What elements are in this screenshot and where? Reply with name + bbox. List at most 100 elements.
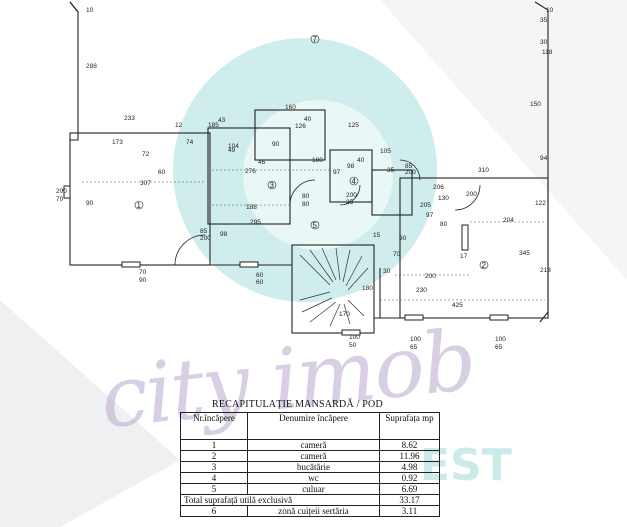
dimension-label: 90: [139, 277, 147, 284]
window-1: [121, 261, 141, 268]
dimension-label: 118: [542, 49, 553, 56]
window-6: [63, 185, 71, 199]
dimension-label: 105: [380, 148, 391, 155]
recap-cell-nr: 6: [180, 505, 248, 517]
stair-treads: [299, 247, 369, 327]
dimension-label: 150: [530, 101, 541, 108]
dimension-label: 94: [540, 155, 548, 162]
recap-cell-area: 3.11: [379, 505, 440, 517]
dimension-label: 98: [220, 231, 228, 238]
recap-header-area: Suprafața mp: [379, 412, 440, 440]
recap-cell-area: 0.92: [379, 472, 440, 484]
dimension-label: 98: [347, 163, 355, 170]
recap-cell-nr: 1: [180, 439, 248, 451]
dimension-label: 85: [200, 228, 208, 235]
door-swing-4: [454, 184, 481, 211]
recap-cell-name: cameră: [247, 439, 380, 451]
dimension-label: 30: [383, 268, 391, 275]
recap-cell-name: zonă cuițeii sertăria: [247, 505, 380, 517]
dimension-label: 90: [399, 235, 407, 242]
recap-table: Nr.încăpere Denumire încăpere Suprafața …: [180, 412, 440, 517]
dimension-label: 60: [256, 279, 264, 286]
dimension-label: 126: [295, 123, 306, 130]
recap-cell-nr: 4: [180, 472, 248, 484]
window-3: [341, 329, 361, 336]
room-number-4: 4: [352, 177, 357, 186]
window-5: [489, 314, 509, 321]
wall-left-upper: [69, 1, 79, 141]
wall-right: [534, 1, 549, 323]
recap-cell-area: 8.62: [379, 439, 440, 451]
room-number-5: 5: [313, 221, 318, 230]
recap-total-label: Total suprafață utilă exclusivă: [180, 494, 380, 506]
dimension-label: 60: [158, 169, 166, 176]
dimension-label: 10: [86, 7, 94, 14]
dimension-label: 74: [186, 139, 194, 146]
staircase-walls: [291, 244, 375, 334]
recap-cell-area: 6.69: [379, 483, 440, 495]
dimension-label: 130: [438, 195, 449, 202]
recap-header-nr: Nr.încăpere: [180, 412, 248, 440]
recap-total-value: 33.17: [379, 494, 440, 506]
dimension-label: 345: [519, 250, 530, 257]
dimension-label: 307: [140, 180, 151, 187]
dimension-label: 170: [339, 311, 350, 318]
dimension-label: 46: [258, 159, 266, 166]
room-number-3: 3: [270, 181, 275, 190]
dimension-label: 90: [86, 200, 94, 207]
room-small-walls: [371, 169, 413, 216]
dimension-label: 100: [410, 336, 421, 343]
room-number-7: 7: [313, 35, 318, 44]
dimension-label: 200: [466, 191, 477, 198]
dimension-label: 160: [285, 104, 296, 111]
dimension-label: 50: [349, 342, 357, 349]
dimension-label: 233: [124, 115, 135, 122]
door-swing-1: [174, 234, 206, 266]
table-row-total: Total suprafață utilă exclusivă 33.17: [180, 494, 440, 506]
walls: [62, 1, 549, 334]
dimension-label: 310: [478, 167, 489, 174]
table-row: 4 wc 0.92: [180, 472, 440, 484]
dimension-label: 40: [304, 116, 312, 123]
dimension-label: 200: [200, 235, 211, 242]
door-swing-3: [339, 184, 361, 206]
dimension-label: 180: [312, 157, 323, 164]
table-row: 5 culuar 6.69: [180, 483, 440, 495]
room-3-walls: [207, 127, 291, 225]
dimension-label: 70: [393, 251, 401, 258]
dimension-label: 230: [416, 287, 427, 294]
dimension-label: 200: [56, 188, 67, 195]
recap-cell-nr: 3: [180, 461, 248, 473]
dimension-label: 125: [348, 122, 359, 129]
dimension-label: 173: [112, 139, 123, 146]
dimension-label: 90: [272, 141, 280, 148]
window-4: [404, 314, 424, 321]
door-swing-2: [289, 179, 316, 206]
dimension-label: 70: [139, 269, 147, 276]
recap-header-row: Nr.încăpere Denumire încăpere Suprafața …: [180, 412, 440, 440]
recap-cell-name: cameră: [247, 450, 380, 462]
dimension-label: 100: [349, 334, 360, 341]
dimension-label: 72: [142, 151, 150, 158]
dimension-label: 122: [535, 200, 546, 207]
dimension-label: 80: [302, 193, 310, 200]
dimension-label: 49: [228, 147, 236, 154]
windows: [63, 185, 509, 336]
dimension-label: 85: [405, 163, 413, 170]
room-1-walls: [69, 132, 211, 266]
dimension-label: 188: [246, 204, 257, 211]
dimension-label: 295: [250, 219, 261, 226]
dimension-label: 204: [503, 217, 514, 224]
dimension-label: 206: [433, 184, 444, 191]
dimension-label: 17: [460, 253, 468, 260]
table-row: 6 zonă cuițeii sertăria 3.11: [180, 505, 440, 517]
recap-cell-name: wc: [247, 472, 380, 484]
dimension-label: 288: [86, 63, 97, 70]
dimension-label: 180: [362, 285, 373, 292]
dimension-label: 10: [546, 7, 554, 14]
room-2-walls: [399, 177, 549, 319]
dimension-label: 70: [56, 196, 64, 203]
dimension-label: 104: [228, 143, 239, 150]
